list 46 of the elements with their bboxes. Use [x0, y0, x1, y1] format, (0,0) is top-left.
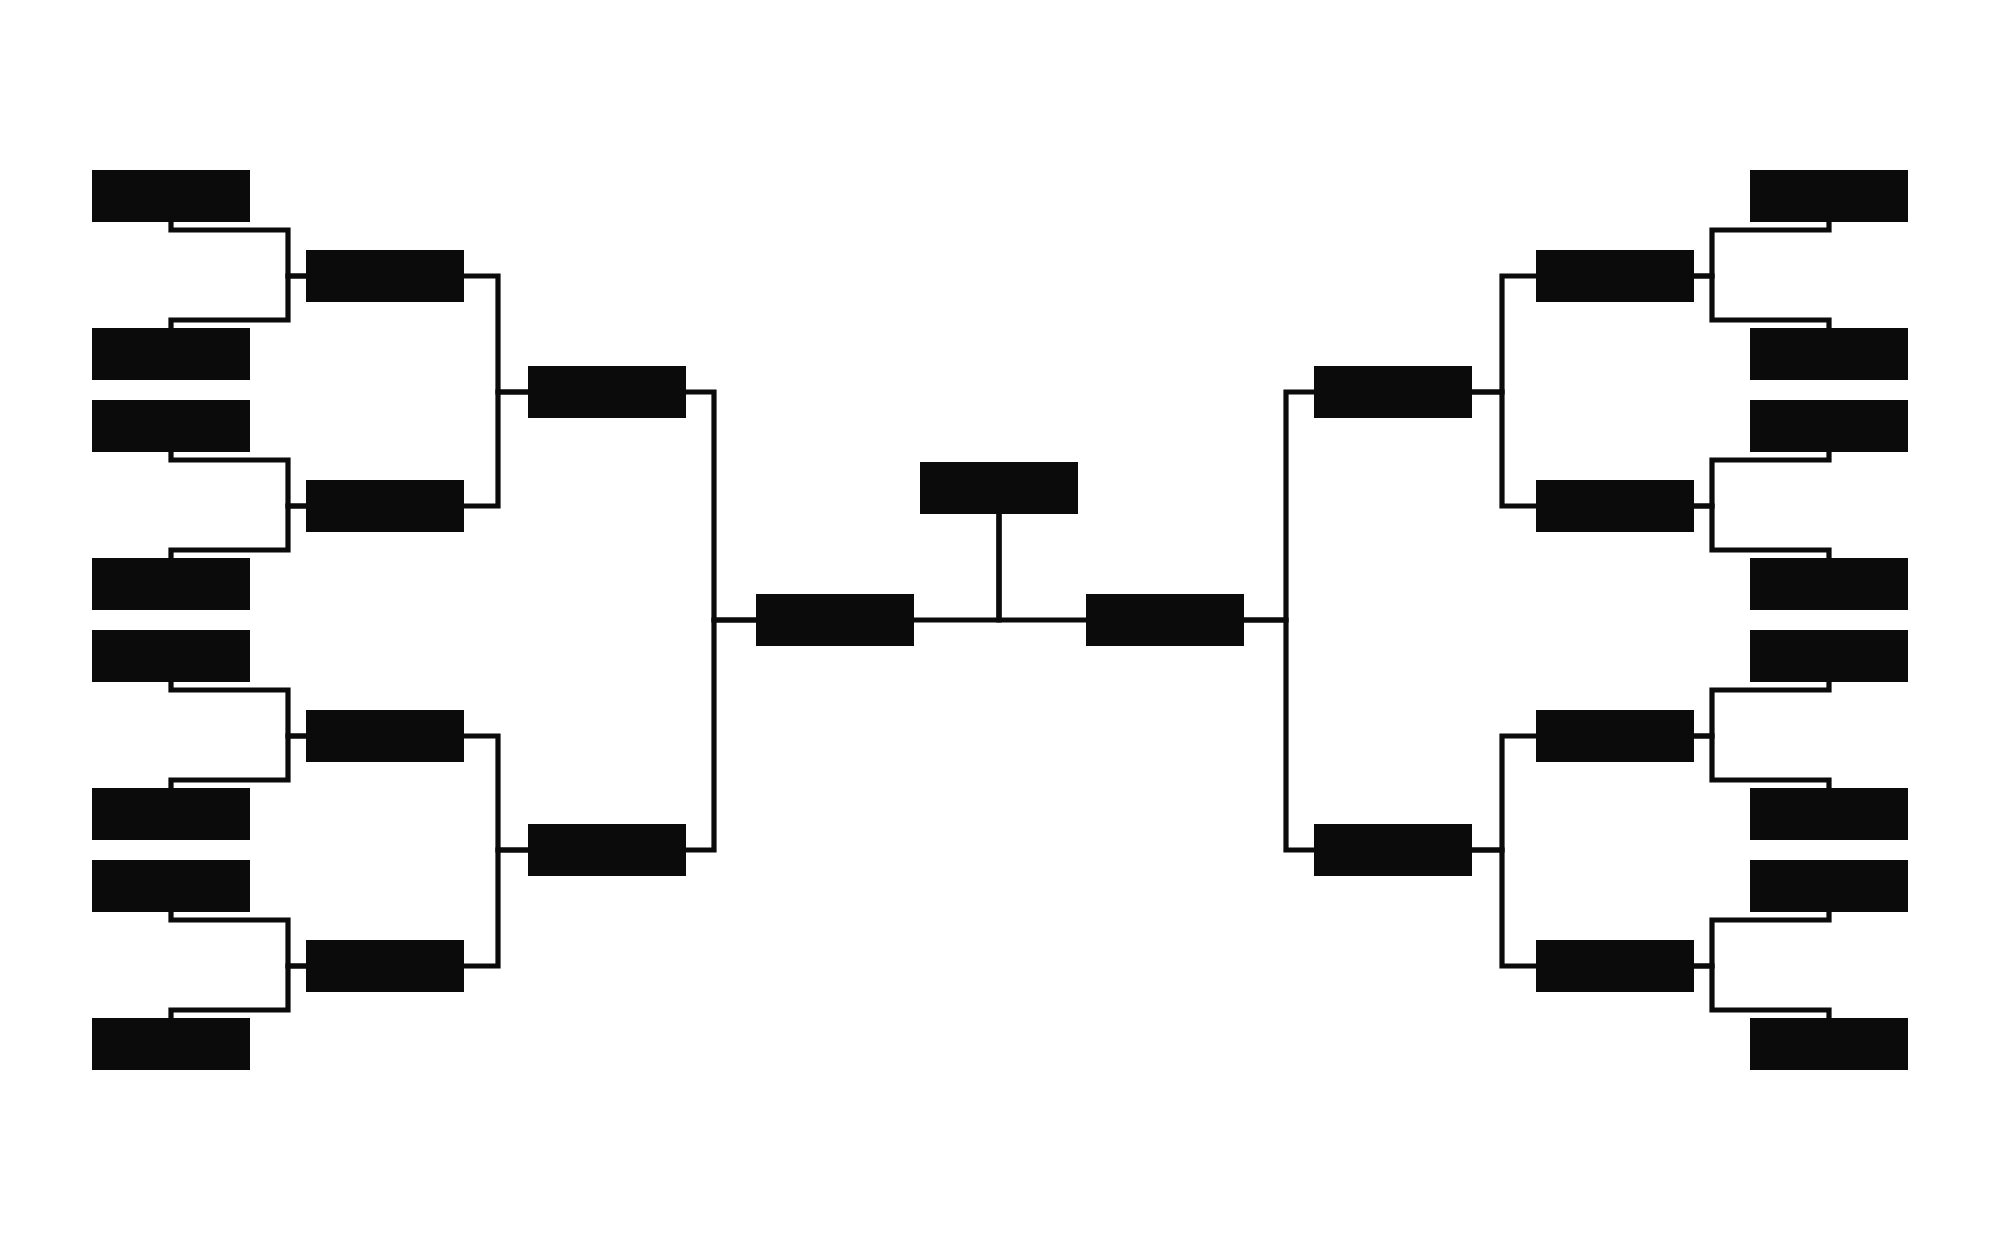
bracket-slot [1314, 824, 1472, 876]
bracket-line [461, 847, 531, 969]
bracket-line [1469, 847, 1539, 969]
bracket-slot [1536, 480, 1694, 532]
bracket-slot [1536, 940, 1694, 992]
bracket-slot [92, 860, 250, 912]
bracket-slot [1750, 400, 1908, 452]
bracket-slot [1086, 594, 1244, 646]
bracket-slot [92, 328, 250, 380]
bracket-line [1469, 389, 1539, 509]
bracket-line [168, 733, 309, 791]
bracket-line [1691, 503, 1832, 561]
bracket-slot [1750, 1018, 1908, 1070]
bracket-slot [306, 250, 464, 302]
bracket-slot [1536, 710, 1694, 762]
bracket-line [1691, 273, 1832, 331]
bracket-slot [1536, 250, 1694, 302]
bracket-slot [1750, 328, 1908, 380]
bracket-line [461, 389, 531, 509]
bracket-line [1241, 617, 1317, 853]
bracket-slot [92, 400, 250, 452]
bracket-slot [306, 480, 464, 532]
bracket-slot [528, 824, 686, 876]
bracket-slot [92, 558, 250, 610]
bracket-line [683, 617, 759, 853]
bracket-line [168, 273, 309, 331]
bracket-slot [1750, 860, 1908, 912]
bracket-line [1691, 963, 1832, 1021]
bracket-slot [920, 462, 1078, 514]
bracket-slot [528, 366, 686, 418]
bracket-slot [92, 788, 250, 840]
bracket-slot [1750, 170, 1908, 222]
bracket-line [168, 963, 309, 1021]
bracket-slot [92, 1018, 250, 1070]
bracket-slot [1750, 558, 1908, 610]
bracket-line [1691, 733, 1832, 791]
bracket-line [996, 511, 1089, 623]
bracket-slot [1750, 788, 1908, 840]
bracket-line [168, 503, 309, 561]
bracket-slot [92, 630, 250, 682]
bracket-slot [1314, 366, 1472, 418]
bracket-slot [306, 710, 464, 762]
bracket-slot [306, 940, 464, 992]
bracket-slot [756, 594, 914, 646]
bracket-slot [1750, 630, 1908, 682]
bracket-slot [92, 170, 250, 222]
